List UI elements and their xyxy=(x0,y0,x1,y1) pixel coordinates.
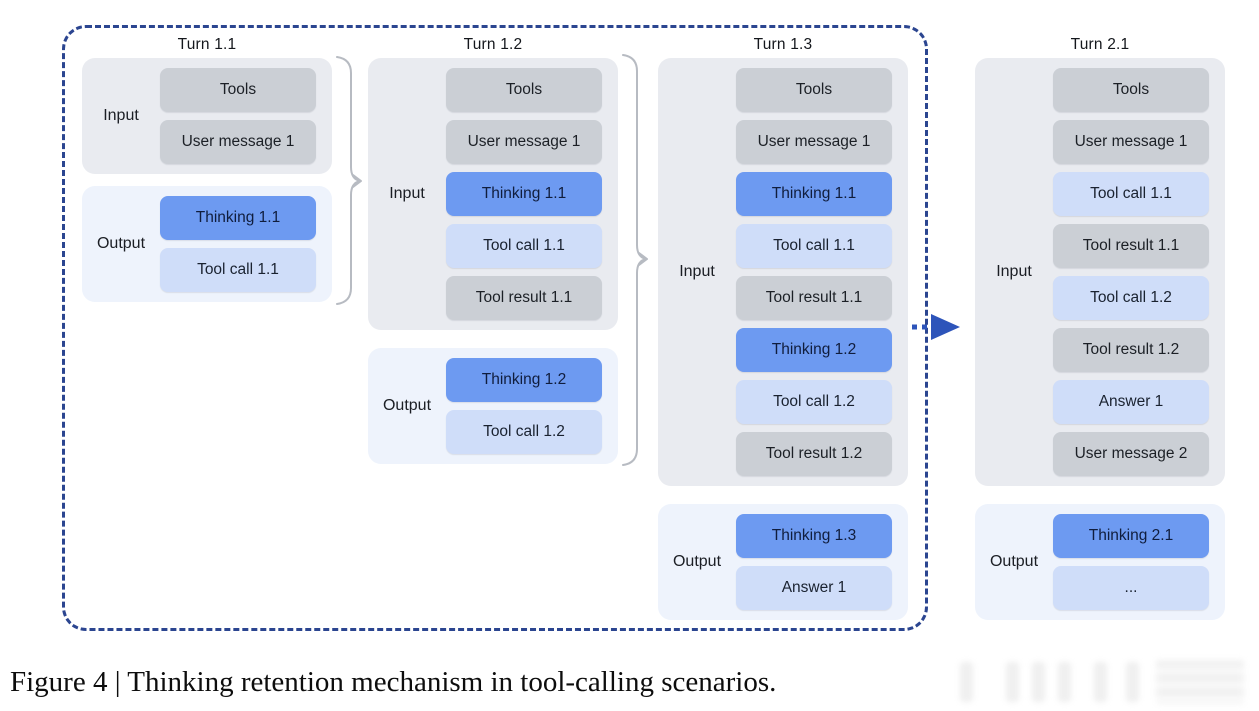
input-label: Input xyxy=(679,263,715,280)
box-tool-result-1-2: Tool result 1.2 xyxy=(736,432,892,476)
box-tool-call-1-2: Tool call 1.2 xyxy=(446,410,602,454)
input-label: Input xyxy=(103,107,139,124)
turn-label-turn-2-1: Turn 2.1 xyxy=(1070,36,1130,53)
box-thinking-1-1: Thinking 1.1 xyxy=(736,172,892,216)
figure-caption: Figure 4 | Thinking retention mechanism … xyxy=(10,666,777,698)
box-tool-call-1-2: Tool call 1.2 xyxy=(736,380,892,424)
box-tool-result-1-1: Tool result 1.1 xyxy=(736,276,892,320)
turn-label-turn-1-1: Turn 1.1 xyxy=(177,36,237,53)
box-tool-call-1-2: Tool call 1.2 xyxy=(1053,276,1209,320)
box-tool-call-1-1: Tool call 1.1 xyxy=(446,224,602,268)
box-answer-1: Answer 1 xyxy=(736,566,892,610)
box-user-message-1: User message 1 xyxy=(446,120,602,164)
output-label: Output xyxy=(989,553,1039,570)
box-thinking-1-2: Thinking 1.2 xyxy=(736,328,892,372)
box-tools: Tools xyxy=(446,68,602,112)
output-label: Output xyxy=(672,553,722,570)
box-tool-result-1-1: Tool result 1.1 xyxy=(1053,224,1209,268)
box-tools: Tools xyxy=(160,68,316,112)
input-label: Input xyxy=(389,185,425,202)
box-ellipsis: ... xyxy=(1053,566,1209,610)
turn-label-turn-1-2: Turn 1.2 xyxy=(463,36,523,53)
input-label: Input xyxy=(996,263,1032,280)
box-thinking-2-1: Thinking 2.1 xyxy=(1053,514,1209,558)
box-thinking-1-3: Thinking 1.3 xyxy=(736,514,892,558)
box-thinking-1-1: Thinking 1.1 xyxy=(446,172,602,216)
box-tools: Tools xyxy=(736,68,892,112)
box-tool-call-1-1: Tool call 1.1 xyxy=(736,224,892,268)
box-user-message-1: User message 1 xyxy=(160,120,316,164)
turn-label-turn-1-3: Turn 1.3 xyxy=(753,36,813,53)
box-user-message-2: User message 2 xyxy=(1053,432,1209,476)
box-user-message-1: User message 1 xyxy=(736,120,892,164)
box-answer-1: Answer 1 xyxy=(1053,380,1209,424)
box-tools: Tools xyxy=(1053,68,1209,112)
box-tool-call-1-1: Tool call 1.1 xyxy=(160,248,316,292)
box-tool-result-1-2: Tool result 1.2 xyxy=(1053,328,1209,372)
box-tool-call-1-1: Tool call 1.1 xyxy=(1053,172,1209,216)
box-user-message-1: User message 1 xyxy=(1053,120,1209,164)
box-thinking-1-1: Thinking 1.1 xyxy=(160,196,316,240)
watermark xyxy=(960,656,1250,708)
box-thinking-1-2: Thinking 1.2 xyxy=(446,358,602,402)
output-group-turn-2-1: Output Thinking 2.1... xyxy=(975,504,1225,620)
box-tool-result-1-1: Tool result 1.1 xyxy=(446,276,602,320)
output-message-stack: Thinking 2.1... xyxy=(1053,504,1225,620)
output-label: Output xyxy=(96,235,146,252)
output-label: Output xyxy=(382,397,432,414)
